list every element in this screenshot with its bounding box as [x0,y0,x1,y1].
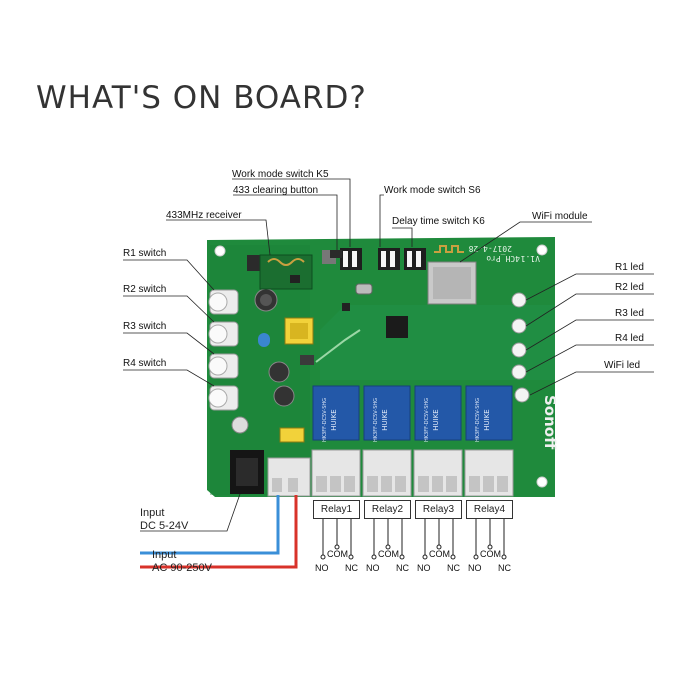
relay-brand-2: HUIKE [381,409,389,430]
relay3-nc: NC [447,563,460,573]
board-model-text: 4CH_Pro [486,254,520,263]
relay1-com: COM [327,549,348,559]
wifi-module [427,245,477,305]
relay3-label: Relay3 [415,500,462,519]
relay-switches [208,289,239,411]
input-dc-title: Input [140,507,165,519]
input-ac-value: AC 90-250V [152,562,212,574]
input-dc-value: DC 5-24V [140,520,189,532]
relay1-no: NO [315,563,329,573]
input-ac-title: Input [152,549,177,561]
mounting-holes [214,244,548,488]
label-work-mode-s6: Work mode switch S6 [384,185,481,196]
relay-brand-1: HUIKE [330,409,338,430]
relay2-com: COM [378,549,399,559]
relay3-no: NO [417,563,431,573]
silkscreen: 2017-4-28 4CH_Pro V1.1 Sonoff [468,244,559,450]
relay1-nc: NC [345,563,358,573]
label-wifi-led: WiFi led [604,360,641,371]
relay3-com: COM [429,549,450,559]
label-r2-led: R2 led [615,282,644,293]
label-wifi-module: WiFi module [532,211,588,222]
relay2-nc: NC [396,563,409,573]
label-r3-switch: R3 switch [123,321,167,332]
relay1-label: Relay1 [313,500,360,519]
relay2-no: NO [366,563,380,573]
input-wires [140,495,298,569]
label-work-mode-k5: Work mode switch K5 [232,169,329,180]
relay-brand-4: HUIKE [483,409,491,430]
brand-text: Sonoff [541,395,559,450]
dip-switches [322,248,426,295]
relay4-com: COM [480,549,501,559]
terminal-blocks [267,449,514,497]
label-r1-switch: R1 switch [123,248,167,259]
label-delay-k6: Delay time switch K6 [392,216,485,227]
input-ac: Input AC 90-250V [152,549,212,575]
leds [511,292,530,403]
relay-brand-3: HUIKE [432,409,440,430]
label-433-receiver: 433MHz receiver [166,210,242,221]
relay2-label: Relay2 [364,500,411,519]
input-dc: Input DC 5-24V [140,507,188,533]
label-433-clearing-button: 433 clearing button [233,185,319,196]
page-title: WHAT'S ON BOARD? [36,80,367,116]
relay4-label: Relay4 [466,500,513,519]
board-date-text: 2017-4-28 [468,244,512,253]
board-version-text: V1.1 [521,254,540,263]
callout-lines [123,178,654,532]
relay-output-symbols [320,519,507,560]
mcu-chips [330,250,408,338]
receiver-433-module [259,254,313,290]
label-r4-switch: R4 switch [123,358,167,369]
label-r2-switch: R2 switch [123,284,167,295]
label-r1-led: R1 led [615,262,644,273]
relays: HUIKE HUIKE HUIKE HUIKE HK3FF-DC5V-SHG H… [312,385,513,442]
relay-model-3: HK3FF-DC5V-SHG [424,398,430,442]
label-r3-led: R3 led [615,308,644,319]
relay-model-1: HK3FF-DC5V-SHG [322,398,328,442]
label-r4-led: R4 led [615,333,644,344]
relay-model-2: HK3FF-DC5V-SHG [373,398,379,442]
relay4-no: NO [468,563,482,573]
relay4-nc: NC [498,563,511,573]
relay-model-4: HK3FF-DC5V-SHG [475,398,481,442]
